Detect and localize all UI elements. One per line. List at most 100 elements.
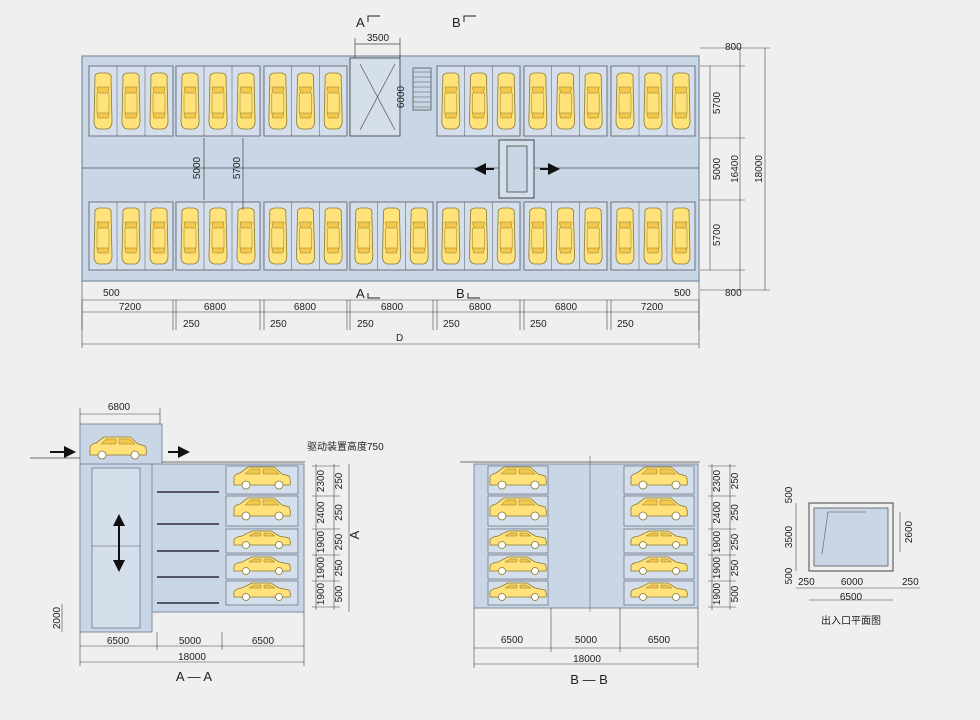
right-total-outer: 18000: [754, 155, 765, 183]
aisle-dim-text: 5000: [192, 156, 203, 179]
car-icon: [643, 207, 663, 265]
shaft-depth-dim: 6000: [396, 85, 407, 108]
bb-bottom-dim: 5000: [575, 635, 598, 646]
car-icon: [236, 207, 256, 265]
aa-top-dim: 6800: [108, 402, 131, 413]
plan-bottom-row: [88, 201, 696, 271]
level-dim-text: 1900: [316, 582, 327, 605]
gap-dim-text: 250: [334, 533, 345, 550]
gap-dim-text: 250: [730, 559, 741, 576]
plan-top-row: [88, 65, 696, 137]
section-marker-flag: [367, 15, 380, 22]
aa-title: A — A: [176, 669, 212, 684]
section-b-marker: B: [456, 286, 465, 301]
right-dim-text: 5000: [712, 157, 723, 180]
car-icon: [441, 72, 461, 130]
car-icon: [671, 207, 691, 265]
entrance-total-dim: 6500: [840, 592, 863, 603]
drive-note: 驱动装置高度750: [307, 440, 384, 453]
car-icon: [409, 207, 429, 265]
car-icon: [556, 72, 575, 130]
car-icon: [528, 72, 548, 130]
car-icon: [643, 72, 663, 130]
aa-side-label: A: [347, 530, 362, 539]
level-dim-text: 2300: [712, 469, 723, 492]
right-total-inner: 16400: [730, 155, 741, 183]
edge-dim-text: 500: [103, 288, 120, 299]
entrance-left-dim: 3500: [784, 525, 795, 548]
car-icon: [149, 207, 169, 265]
entrance-right-dim: 2600: [904, 520, 915, 543]
lift-shaft-cross-icon: [359, 63, 396, 131]
car-icon: [469, 72, 488, 130]
entrance-title: 出入口平面图: [821, 614, 881, 627]
entrance-bottom-dim: 6000: [841, 577, 864, 588]
entrance-bottom-dim: 250: [798, 577, 815, 588]
car-icon: [296, 207, 315, 265]
entrance-plan: 500 3500 500 2600 250 6000 250 6500 出入口平…: [784, 486, 920, 627]
car-icon: [323, 207, 343, 265]
section-a-marker: A: [356, 286, 365, 301]
car-icon: [149, 72, 169, 130]
car-icon: [496, 207, 516, 265]
gap-dim-text: 500: [334, 585, 345, 602]
car-icon: [208, 72, 228, 130]
gap-dim-text: 250: [730, 504, 741, 521]
section-aa: 6800 驱动装置高度750 2300 2400 1900 1900 1900 250 25…: [30, 402, 384, 684]
car-icon: [528, 207, 548, 265]
car-icon: [583, 207, 603, 265]
bb-bottom-dim: 6500: [648, 635, 671, 646]
car-icon: [556, 207, 575, 265]
level-dim-text: 1900: [316, 530, 327, 553]
right-dimensions: 800 5700 5000 5700 800 16400 18000: [700, 42, 770, 299]
car-icon: [93, 72, 113, 130]
level-dim-text: 1900: [712, 530, 723, 553]
bb-bottom-dim: 6500: [501, 635, 524, 646]
car-icon: [180, 207, 200, 265]
level-dim-text: 2400: [316, 501, 327, 524]
aisle-dimension: 5000 5700: [192, 138, 244, 210]
right-dim-text: 5700: [712, 223, 723, 246]
gap-dim-text: 250: [730, 533, 741, 550]
car-icon: [615, 72, 635, 130]
level-dim-text: 2300: [316, 469, 327, 492]
car-icon: [236, 72, 256, 130]
aisle-dim-text: 5700: [232, 156, 243, 179]
level-dim-text: 1900: [712, 556, 723, 579]
car-icon: [441, 207, 461, 265]
entrance-outer: [808, 502, 894, 572]
gap-dim-text: 250: [443, 319, 460, 330]
entrance-left-dim: 500: [784, 486, 795, 503]
car-icon: [180, 72, 200, 130]
bay-dim-text: 6800: [204, 302, 227, 313]
car-icon: [615, 207, 635, 265]
total-dim-text: D: [396, 333, 403, 344]
gap-dim-text: 250: [334, 559, 345, 576]
gap-dim-text: 250: [270, 319, 287, 330]
bb-title: B — B: [570, 672, 608, 687]
right-dim-text: 800: [725, 288, 742, 299]
bay-dim-text: 6800: [294, 302, 317, 313]
car-icon: [382, 207, 401, 265]
gap-dim-text: 250: [730, 472, 741, 489]
bb-total-dim: 18000: [573, 654, 601, 665]
gap-dim-text: 250: [357, 319, 374, 330]
level-dim-text: 1900: [316, 556, 327, 579]
car-icon: [93, 207, 113, 265]
car-icon: [268, 72, 288, 130]
section-a-marker: A: [356, 15, 365, 30]
gap-dim-text: 500: [730, 585, 741, 602]
car-icon: [121, 72, 141, 130]
car-icon: [496, 72, 516, 130]
entrance-inner: [813, 507, 889, 567]
lift-shaft: [349, 57, 401, 137]
entrance-bottom-dim: 250: [902, 577, 919, 588]
gap-dim-text: 250: [183, 319, 200, 330]
bay-dim-text: 6800: [381, 302, 404, 313]
right-dim-text: 800: [725, 42, 742, 53]
bay-dim-text: 6800: [555, 302, 578, 313]
